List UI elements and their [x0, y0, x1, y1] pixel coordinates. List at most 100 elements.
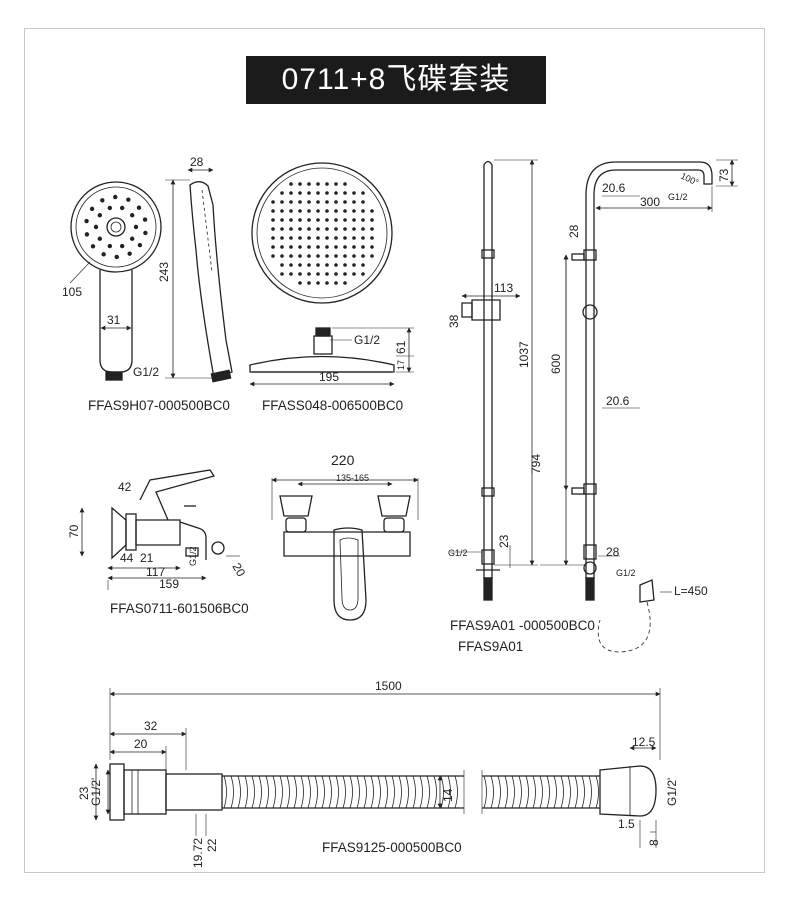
hose-coil — [560, 775, 564, 809]
nozzle-dot — [325, 227, 329, 231]
nozzle-dot — [298, 281, 302, 285]
nozzle-dot — [334, 200, 338, 204]
nozzle-dot — [334, 182, 338, 186]
nozzle-dot — [361, 191, 365, 195]
nozzle-dot — [280, 227, 284, 231]
nozzle-dot — [289, 272, 293, 276]
nozzle-dot — [280, 263, 284, 267]
arm-thread-dim: G1/2 — [668, 192, 688, 202]
nozzle-dot — [307, 236, 311, 240]
nozzle-dot — [361, 254, 365, 258]
nozzle-dot — [352, 245, 356, 249]
nozzle-dot — [325, 209, 329, 213]
nozzle-dot — [307, 254, 311, 258]
hose-coil — [588, 775, 592, 809]
hose-r3-dim: 8 — [647, 839, 661, 846]
hose-coil — [532, 775, 536, 809]
hose-coil — [279, 775, 283, 809]
rail-rod-dim: 38 — [447, 314, 461, 328]
hand-shower-depth-dim: 28 — [190, 155, 204, 169]
nozzle-dot — [289, 254, 293, 258]
nozzle-dot — [93, 224, 99, 230]
hand-shower-length-dim: 243 — [157, 262, 171, 282]
nozzle-dot — [298, 263, 302, 267]
column-upper-dim: 600 — [549, 354, 563, 374]
nozzle-dot — [352, 227, 356, 231]
nozzle-dot — [325, 200, 329, 204]
mixer-height-dim: 70 — [67, 524, 81, 538]
shower-column-drawing — [540, 159, 738, 653]
nozzle-dot — [343, 281, 347, 285]
hand-shower-head-dim: 105 — [62, 285, 82, 299]
hose-r2-dim: 1.5 — [618, 817, 635, 831]
nozzle-dot — [298, 218, 302, 222]
nozzle-dot — [100, 198, 105, 203]
nozzle-dot — [316, 182, 320, 186]
hose-coil — [342, 775, 346, 809]
nozzle-dot — [352, 263, 356, 267]
nozzle-dot — [361, 245, 365, 249]
nozzle-dot — [127, 251, 132, 256]
nozzle-dot — [289, 227, 293, 231]
hose-coil — [504, 775, 508, 809]
nozzle-dot — [352, 272, 356, 276]
nozzle-dot — [352, 218, 356, 222]
nozzle-dot — [136, 205, 142, 210]
hose-coil — [497, 775, 501, 809]
nozzle-dot — [361, 272, 365, 276]
overhead-dia-dim: 195 — [319, 370, 339, 384]
nozzle-dot — [298, 200, 302, 204]
nozzle-dot — [114, 254, 119, 260]
nozzle-dot — [280, 254, 284, 258]
nozzle-dot — [370, 245, 374, 249]
hose-coil — [335, 775, 339, 809]
nozzle-dot — [334, 263, 338, 267]
column-base-dia-dim: 28 — [606, 545, 620, 559]
nozzle-dot — [343, 254, 347, 258]
hose-coil — [574, 775, 578, 809]
hose-coil — [419, 775, 423, 809]
nozzle-dot — [334, 245, 338, 249]
hose-coil — [426, 775, 430, 809]
nozzle-dot — [316, 209, 320, 213]
nozzle-dot — [370, 236, 374, 240]
overhead-shower-drawing — [249, 162, 414, 387]
column-lower-dim: 794 — [529, 454, 543, 474]
hose-coil — [314, 775, 318, 809]
hose-coil — [300, 775, 304, 809]
arm-dia-dim: 20.6 — [602, 181, 626, 195]
nozzle-dot — [334, 191, 338, 195]
nozzle-dot — [361, 227, 365, 231]
hose-drawing — [93, 688, 661, 848]
nozzle-dot — [352, 200, 356, 204]
nozzle-dot — [298, 191, 302, 195]
nozzle-dot — [119, 243, 125, 249]
hose-coil — [293, 775, 297, 809]
nozzle-dot — [90, 244, 96, 249]
hose-coil — [433, 775, 437, 809]
nozzle-dot — [370, 227, 374, 231]
hose-coil — [328, 775, 332, 809]
nozzle-dot — [343, 227, 347, 231]
nozzle-dot — [325, 281, 329, 285]
hose-coil — [356, 775, 360, 809]
nozzle-dot — [316, 227, 320, 231]
rail-slider-dim: 113 — [494, 281, 513, 295]
mixer-d4-dim: 159 — [159, 577, 179, 591]
nozzle-dot — [107, 243, 113, 249]
nozzle-dot — [289, 182, 293, 186]
nozzle-dot — [352, 254, 356, 258]
hose-coil — [483, 775, 487, 809]
shower-rail-drawing — [450, 159, 538, 601]
column-mid-dia-dim: 20.6 — [606, 394, 630, 408]
hose-thread-left-dim: G1/2' — [89, 778, 103, 806]
hose-coil — [237, 775, 241, 809]
nozzle-dot — [307, 245, 311, 249]
nozzle-dot — [289, 191, 293, 195]
hose-r1-dim: 12.5 — [632, 735, 656, 749]
hose-coil — [258, 775, 262, 809]
arm-angle-dim: 100° — [679, 171, 700, 188]
nozzle-dot — [343, 209, 347, 213]
nozzle-dot — [334, 218, 338, 222]
hose-coil — [244, 775, 248, 809]
